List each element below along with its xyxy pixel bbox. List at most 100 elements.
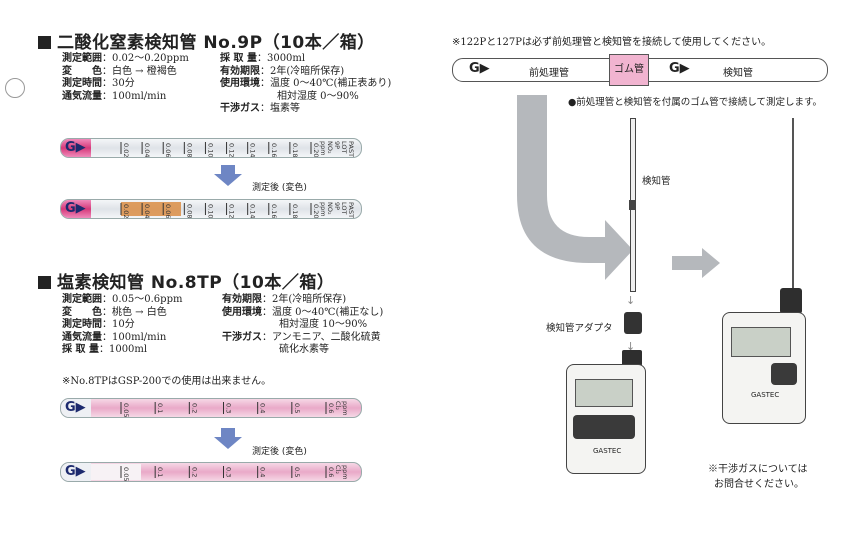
tube-tick-label: 0.6 [327, 467, 335, 477]
tube-tick-label: 0.3 [225, 403, 233, 413]
spec-row: 測定範囲：0.02〜0.20ppm [62, 53, 189, 66]
tube-end [61, 399, 91, 417]
device-display [731, 327, 791, 357]
tube-tick-label: 0.12 [228, 204, 236, 218]
spec-value: ：塩素等 [260, 103, 300, 114]
tube-end-label: NO₂ [326, 202, 334, 215]
gas-pump-device-1: GASTEC [566, 364, 646, 474]
g-logo-icon: G▶ [65, 400, 86, 415]
down-arrow-small-icon-2: ↓ [626, 340, 636, 353]
tube-tick-label: 0.18 [291, 204, 299, 218]
spec-value: ：0.02〜0.20ppm [102, 53, 189, 64]
spec-row: 有効期限：2年(冷暗所保存) [222, 294, 383, 307]
interference-note-2: お問合せください。 [714, 479, 804, 490]
spec-key: 使用環境 [220, 78, 260, 89]
spec-key: 測定時間 [62, 319, 102, 330]
spec-key: 干渉ガス [220, 103, 260, 114]
tube-tick-label: 0.02 [122, 204, 130, 218]
product-title-no9p: 二酸化窒素検知管 No.9P（10本／箱） [38, 28, 375, 53]
spec-row: 相対湿度 10〜90% [222, 319, 383, 332]
spec-value: ：温度 0〜40℃(補正なし) [262, 306, 384, 318]
tube-end-label: 9P [333, 141, 341, 149]
tube-end-label: PASTE [347, 141, 355, 157]
g-logo-icon: G▶ [669, 61, 690, 76]
flow-arrow-icon [517, 95, 633, 280]
spec-value: ：3000ml [256, 53, 306, 64]
tube-tick-label: 0.6 [327, 403, 335, 413]
spec-row: 干渉ガス：アンモニア、二酸化硫黄 [222, 332, 383, 345]
pretube-label: 前処理管 [529, 68, 569, 79]
tube-end-label: ppm [319, 141, 327, 156]
tube-pink-end [61, 139, 91, 157]
tube-tick-label: 0.5 [293, 403, 301, 413]
g-logo-icon: G▶ [65, 201, 86, 216]
color-change-zone [121, 202, 181, 216]
tube-tick-label: 0.14 [249, 143, 257, 157]
spec-value: ：白色 → 橙褐色 [102, 65, 177, 77]
gsp200-note: ※No.8TPはGSP-200での使用は出来ません。 [62, 376, 272, 387]
spec-row: 通気流量：100ml/min [62, 332, 182, 345]
spec-row: 測定時間：10分 [62, 319, 182, 332]
product-title-no8tp: 塩素検知管 No.8TP（10本／箱） [38, 268, 334, 293]
tube-tick-label: 0.10 [206, 143, 214, 157]
brand-label: GASTEC [593, 447, 622, 455]
tube-end-label: 9P [333, 202, 341, 210]
device-button-panel [771, 363, 797, 385]
tube-tick-label: 0.02 [122, 143, 130, 157]
adapter-label: 検知管アダプタ [546, 323, 613, 334]
device-button-panel [573, 415, 635, 439]
curved-arrow-shape [517, 95, 633, 280]
spec-key: 測定範囲 [62, 53, 102, 64]
arrow-down-icon [214, 174, 242, 186]
tube-end-label: PASTE [347, 202, 355, 218]
tube-end-label: ppm [341, 401, 349, 416]
g-logo-icon: G▶ [469, 61, 490, 76]
spec-row: 使用環境：温度 0〜40℃(補正表あり) [220, 78, 391, 91]
spec-col2-no8tp: 有効期限：2年(冷暗所保存)使用環境：温度 0〜40℃(補正なし)相対湿度 10… [222, 294, 383, 357]
spec-row: 有効期限：2年(冷暗所保存) [220, 66, 391, 79]
product-title-text: 二酸化窒素検知管 No.9P（10本／箱） [57, 33, 375, 53]
tube-tick-label: 0.20 [312, 204, 320, 218]
product-title-text: 塩素検知管 No.8TP（10本／箱） [57, 273, 335, 293]
device-nozzle-2 [780, 288, 802, 314]
spec-row: 通気流量：100ml/min [62, 91, 189, 104]
color-change-zone [91, 464, 141, 480]
tube-label: 検知管 [642, 176, 671, 187]
tube-end-label: LOT [340, 141, 348, 154]
tube-tick-label: 0.04 [143, 204, 151, 218]
square-bullet-icon [38, 36, 51, 49]
spec-row: 測定時間：30分 [62, 78, 189, 91]
tube-tick-label: 0.06 [164, 204, 172, 218]
spec-key: 有効期限 [220, 65, 260, 77]
device-nozzle [622, 350, 642, 366]
spec-row: 硫化水素等 [222, 344, 383, 357]
arrow-down-stem [221, 165, 235, 174]
spec-value: ：2年(冷暗所保存) [260, 65, 345, 77]
spec-key: 干渉ガス [222, 331, 262, 343]
tube-pink-end [61, 200, 91, 218]
punch-hole-icon [5, 78, 25, 98]
spec-value: ：0.05〜0.6ppm [102, 294, 183, 305]
tube-tick-label: 0.05 [122, 467, 130, 481]
spec-key: 変 色 [62, 306, 102, 318]
tube-tick-label: 0.04 [143, 143, 151, 157]
device-display [575, 379, 633, 407]
tube-end-label: ppm [341, 465, 349, 480]
spec-row: 変 色：白色 → 橙褐色 [62, 66, 189, 79]
top-note: ※122Pと127Pは必ず前処理管と検知管を接続して使用してください。 [452, 37, 772, 48]
connection-diagram: G▶ 前処理管 ゴム管 G▶ 検知管 [452, 54, 828, 86]
tube-tick-label: 0.16 [270, 204, 278, 218]
spec-row: 使用環境：温度 0〜40℃(補正なし) [222, 307, 383, 320]
tube-tick-label: 0.1 [156, 467, 164, 477]
mounted-tube [792, 118, 794, 288]
square-bullet-icon [38, 276, 51, 289]
